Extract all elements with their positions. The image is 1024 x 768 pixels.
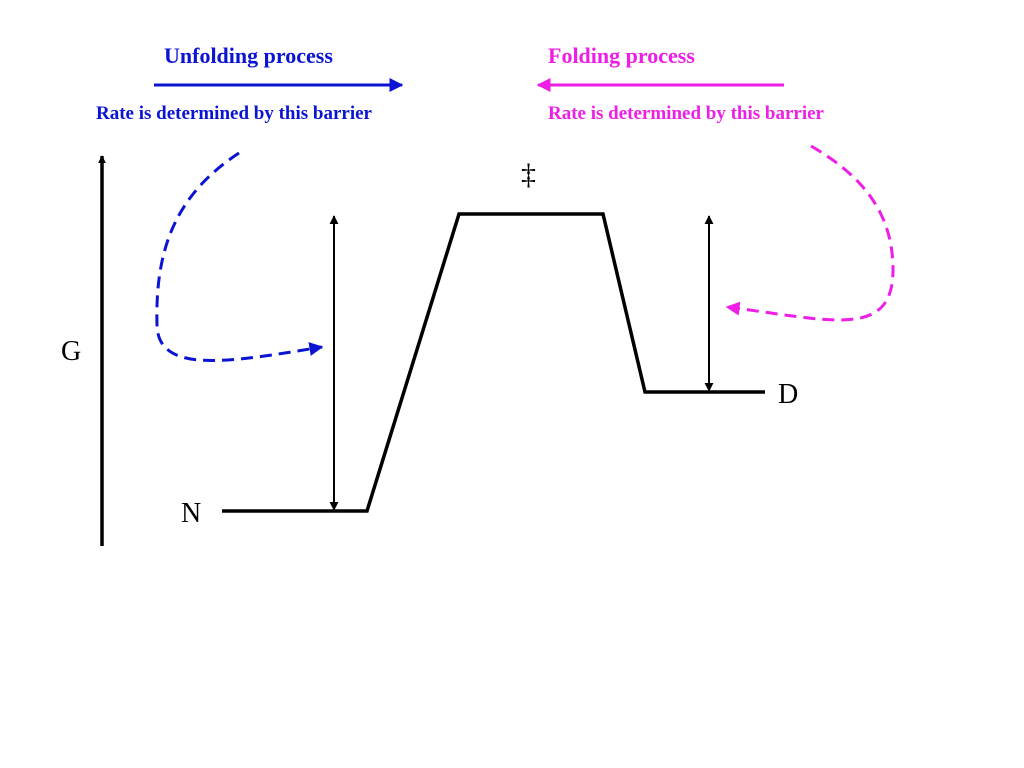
folding-process-title: Folding process xyxy=(548,43,695,68)
folding-dashed-pointer xyxy=(725,144,895,322)
native-state-label: N xyxy=(181,498,202,529)
unfolding-process-title: Unfolding process xyxy=(164,43,333,68)
denatured-state-label: D xyxy=(778,379,799,410)
g-axis-label: G xyxy=(61,336,82,367)
unfolding-dashed-pointer xyxy=(155,151,324,362)
unfolding-barrier-note: Rate is determined by this barrier xyxy=(96,103,372,124)
transition-state-label: ‡ xyxy=(521,158,536,191)
energy-profile-line xyxy=(222,212,765,513)
folding-barrier-note: Rate is determined by this barrier xyxy=(548,103,824,124)
